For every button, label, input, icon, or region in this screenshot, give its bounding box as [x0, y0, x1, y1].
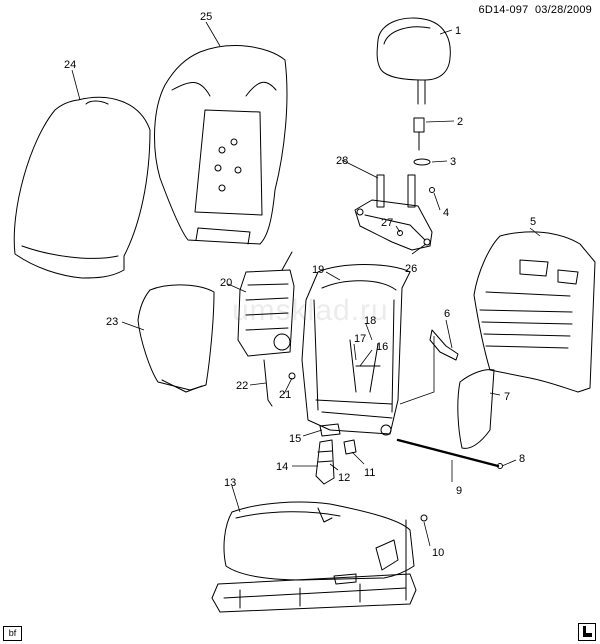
panel-bracket-part[interactable] — [429, 329, 459, 361]
callout-20[interactable]: 20 — [220, 277, 232, 289]
diagram-date: 03/28/2009 — [534, 4, 592, 16]
callout-10[interactable]: 10 — [432, 547, 444, 559]
callout-1[interactable]: 1 — [455, 25, 461, 37]
headrest-guide-part[interactable] — [413, 117, 425, 151]
callout-23[interactable]: 23 — [106, 316, 118, 328]
callout-19[interactable]: 19 — [312, 264, 324, 276]
callout-25[interactable]: 25 — [200, 11, 212, 23]
callout-9[interactable]: 9 — [456, 485, 462, 497]
nut-part[interactable] — [420, 514, 428, 522]
side-trim-part[interactable] — [457, 369, 495, 449]
callout-15[interactable]: 15 — [289, 433, 301, 445]
seat-track-part[interactable] — [211, 519, 417, 613]
callout-12[interactable]: 12 — [338, 472, 350, 484]
lumbar-support-part[interactable] — [237, 251, 295, 357]
callout-13[interactable]: 13 — [224, 477, 236, 489]
release-rod-part[interactable] — [396, 438, 500, 468]
callout-labels: 1 2 3 4 5 6 7 8 9 10 11 12 13 14 15 16 1… — [64, 11, 536, 559]
corner-label: bf — [3, 626, 22, 641]
diagram-header: 6D14-097 03/28/2009 — [479, 4, 593, 16]
callout-8[interactable]: 8 — [519, 453, 525, 465]
callout-27[interactable]: 27 — [381, 217, 393, 229]
leader-lines — [71, 21, 541, 547]
callout-5[interactable]: 5 — [530, 216, 536, 228]
guide-nut-part[interactable] — [413, 158, 431, 166]
recliner-motor-part[interactable] — [315, 439, 335, 485]
seatback-pad-part[interactable] — [154, 45, 288, 245]
seatback-cover-part[interactable] — [13, 96, 151, 279]
callout-28[interactable]: 28 — [336, 155, 348, 167]
headrest-rod-part[interactable] — [376, 174, 416, 208]
seatback-frame-part[interactable] — [301, 264, 411, 436]
lumbar-pad-part[interactable] — [137, 284, 215, 393]
recliner-cover-part[interactable] — [319, 423, 341, 437]
callout-18[interactable]: 18 — [364, 315, 376, 327]
callout-4[interactable]: 4 — [443, 207, 449, 219]
callout-6[interactable]: 6 — [444, 308, 450, 320]
callout-17[interactable]: 17 — [354, 333, 366, 345]
seat-icon — [578, 623, 596, 641]
callout-7[interactable]: 7 — [504, 391, 510, 403]
callout-16[interactable]: 16 — [376, 341, 388, 353]
recliner-bracket-part[interactable] — [343, 439, 357, 455]
callout-2[interactable]: 2 — [457, 116, 463, 128]
callout-14[interactable]: 14 — [276, 461, 288, 473]
callout-26[interactable]: 26 — [405, 263, 417, 275]
callout-21[interactable]: 21 — [279, 389, 291, 401]
lumbar-cable-part[interactable] — [263, 359, 273, 407]
callout-3[interactable]: 3 — [450, 156, 456, 168]
callout-11[interactable]: 11 — [364, 467, 375, 479]
headrest-part[interactable] — [376, 17, 451, 105]
seatback-panel-part[interactable] — [473, 231, 596, 393]
clip-part[interactable] — [288, 372, 296, 380]
bolt-part[interactable] — [429, 187, 435, 193]
headrest-bracket-part[interactable] — [354, 199, 433, 251]
diagram-code: 6D14-097 — [478, 4, 529, 16]
callout-22[interactable]: 22 — [236, 380, 248, 392]
seat-cushion-part[interactable] — [223, 501, 415, 585]
callout-24[interactable]: 24 — [64, 59, 76, 71]
